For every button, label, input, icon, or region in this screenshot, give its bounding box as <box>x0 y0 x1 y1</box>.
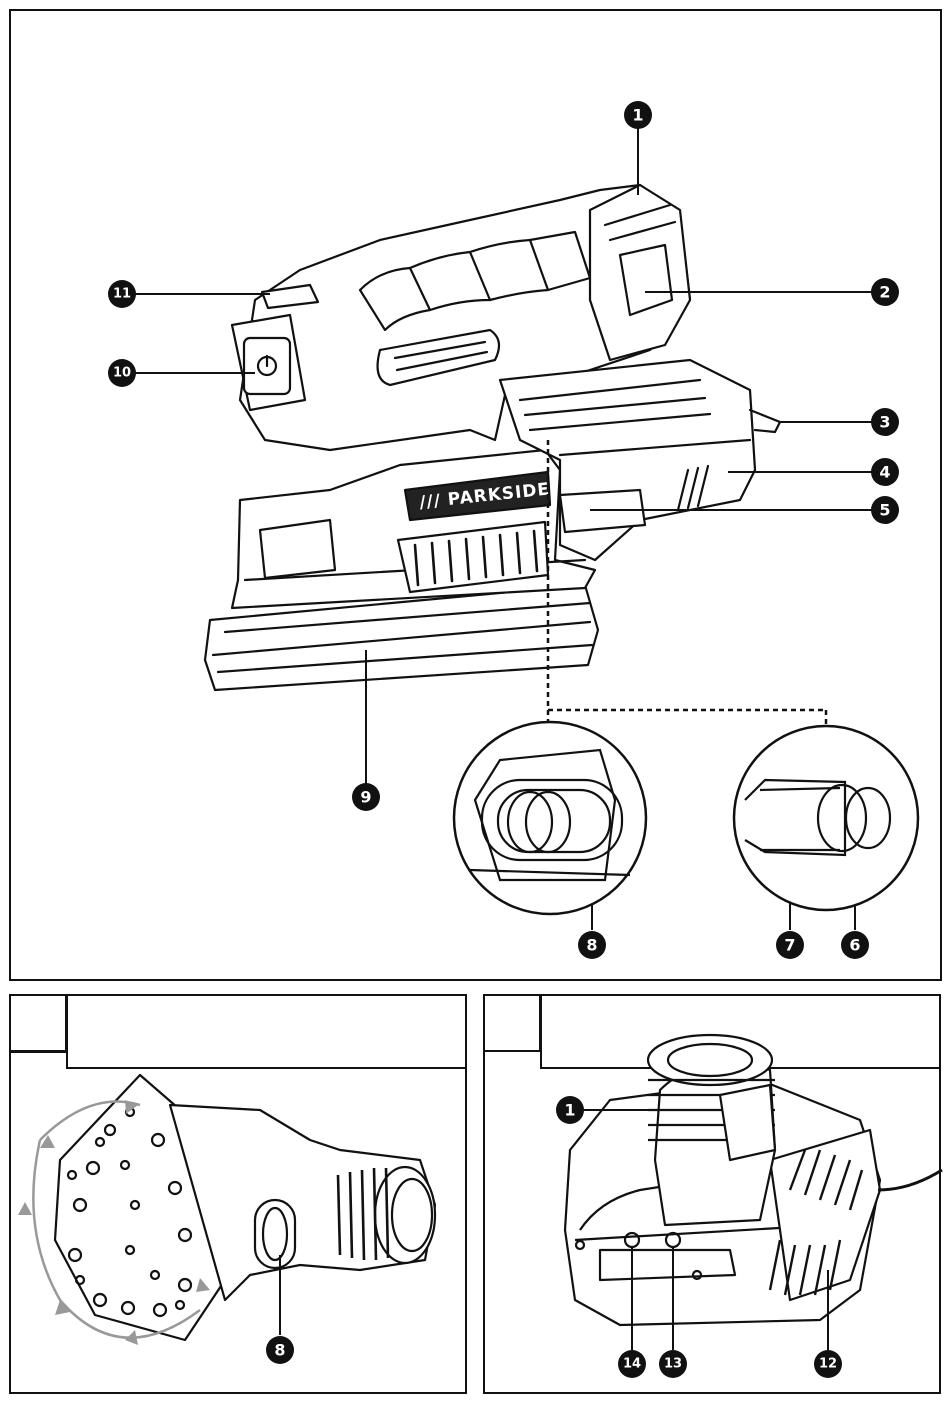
callout-c-14: 14 <box>618 1350 646 1378</box>
svg-text:12: 12 <box>819 1357 837 1372</box>
svg-text:13: 13 <box>664 1357 682 1372</box>
callout-c-1: 1 <box>556 1096 584 1124</box>
svg-text:1: 1 <box>564 1101 575 1120</box>
svg-text:14: 14 <box>623 1357 641 1372</box>
callout-c-12: 12 <box>814 1350 842 1378</box>
callout-c-13: 13 <box>659 1350 687 1378</box>
